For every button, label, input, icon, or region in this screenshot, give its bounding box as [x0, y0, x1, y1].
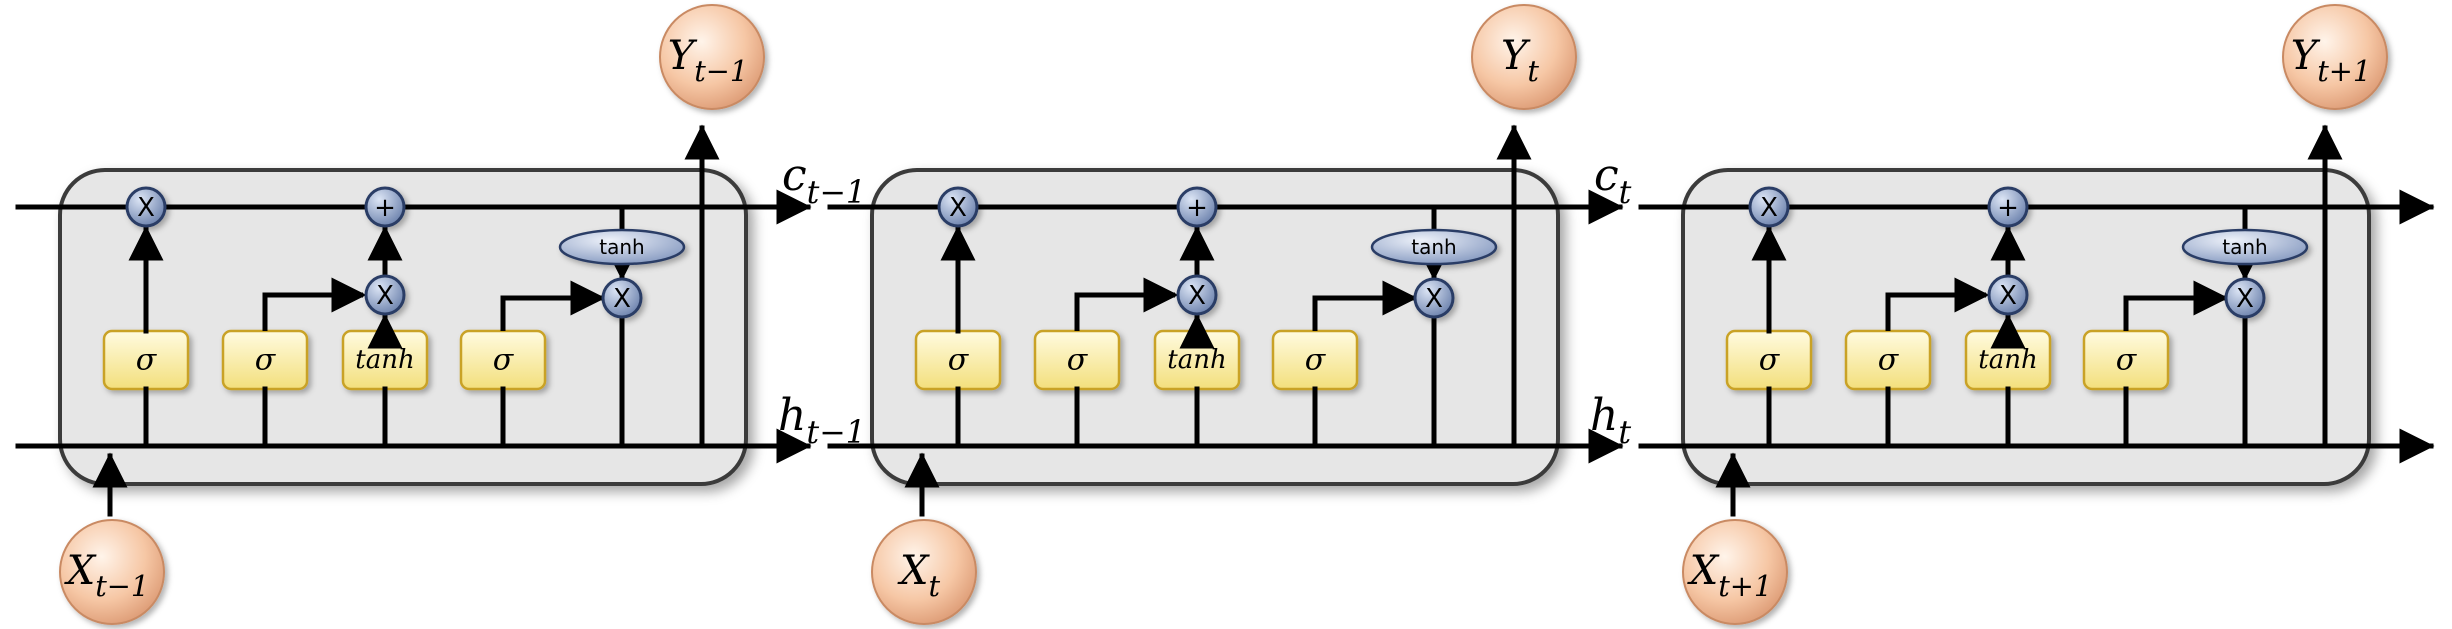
cell-state-label-base: c: [1594, 150, 1619, 201]
forget-mul-op-circle: [937, 186, 979, 228]
add-op-circle: [1176, 186, 1218, 228]
add-op-symbol: +: [1997, 193, 2019, 223]
output-mul-op-symbol: X: [2236, 284, 2254, 314]
output-node-label-base: Y: [1501, 33, 1531, 79]
input-node-circle: [59, 519, 165, 625]
tanh-oval-label: tanh: [2222, 235, 2267, 259]
cell-state-label-base: c: [782, 150, 807, 201]
hidden-state-label-base: h: [778, 390, 806, 441]
tanh-oval: [1370, 228, 1498, 266]
output-gate-wire: [2123, 280, 2229, 331]
forget-mul-op-symbol: X: [137, 193, 155, 223]
output-mul-op-symbol: X: [1425, 284, 1443, 314]
input-node-label: Xt: [897, 548, 940, 603]
input-mul-op-symbol: X: [1999, 281, 2017, 311]
forget-mul-op-circle: [1748, 186, 1790, 228]
forget-gate-label: σ: [1759, 343, 1781, 378]
input-mul-op-symbol: X: [376, 281, 394, 311]
output-gate-wire: [1312, 280, 1418, 331]
input-gate-wire: [1885, 277, 1990, 331]
input-node-label-sub: t: [928, 569, 940, 603]
output-node-label-sub: t: [1527, 54, 1539, 88]
output-gate-label: σ: [2116, 343, 2138, 378]
output-gate-wire: [500, 280, 606, 331]
forget-mul-op-circle: [125, 186, 167, 228]
input-node-label-base: X: [1687, 548, 1720, 594]
add-op-symbol: +: [374, 193, 396, 223]
output-mul-op-circle: [601, 277, 643, 319]
input-node-label: Xt+1: [1687, 548, 1773, 603]
forget-mul-op-symbol: X: [949, 193, 967, 223]
forget-gate-label: σ: [136, 343, 158, 378]
output-node-label: Yt: [1501, 33, 1539, 88]
input-node-label-sub: t−1: [95, 569, 149, 603]
cell-state-label: ct: [1594, 150, 1632, 211]
input-mul-op-symbol: X: [1188, 281, 1206, 311]
input-node-label-base: X: [897, 548, 930, 594]
input-node-label: Xt−1: [64, 548, 150, 603]
output-mul-op-circle: [2224, 277, 2266, 319]
add-op-circle: [364, 186, 406, 228]
cell-state-label: ct−1: [782, 150, 866, 211]
add-op-circle: [1987, 186, 2029, 228]
tanh-oval-label: tanh: [599, 235, 644, 259]
input-node-label-base: X: [64, 548, 97, 594]
input-mul-op-circle: [1987, 274, 2029, 316]
candidate-gate-label: tanh: [355, 345, 414, 375]
output-node-label-sub: t−1: [694, 54, 748, 88]
output-node-label: Yt+1: [2291, 33, 2371, 88]
input-gate-wire: [1074, 277, 1179, 331]
input-node-circle: [871, 519, 977, 625]
input-gate-label: σ: [1878, 343, 1900, 378]
forget-gate-label: σ: [948, 343, 970, 378]
output-node-circle: [2282, 4, 2388, 110]
output-mul-op-symbol: X: [613, 284, 631, 314]
output-node-circle: [659, 4, 765, 110]
output-gate-label: σ: [1305, 343, 1327, 378]
tanh-oval-label: tanh: [1411, 235, 1456, 259]
input-mul-op-circle: [364, 274, 406, 316]
hidden-state-label: ht: [1590, 390, 1631, 451]
hidden-state-label: ht−1: [778, 390, 866, 451]
add-op-symbol: +: [1186, 193, 1208, 223]
input-gate-label: σ: [1067, 343, 1089, 378]
output-node-label-base: Y: [668, 33, 698, 79]
output-gate-label: σ: [493, 343, 515, 378]
tanh-oval: [558, 228, 686, 266]
input-gate-wire: [262, 277, 367, 331]
hidden-state-label-base: h: [1590, 390, 1618, 441]
hidden-state-label-sub: t: [1618, 415, 1631, 451]
candidate-gate-label: tanh: [1167, 345, 1226, 375]
output-node-label-sub: t+1: [2317, 54, 2371, 88]
forget-mul-op-symbol: X: [1760, 193, 1778, 223]
candidate-gate-label: tanh: [1978, 345, 2037, 375]
output-node-circle: [1471, 4, 1577, 110]
output-node-label: Yt−1: [668, 33, 748, 88]
tanh-oval: [2181, 228, 2309, 266]
output-mul-op-circle: [1413, 277, 1455, 319]
output-node-label-base: Y: [2291, 33, 2321, 79]
input-gate-label: σ: [255, 343, 277, 378]
input-mul-op-circle: [1176, 274, 1218, 316]
input-node-circle: [1682, 519, 1788, 625]
input-node-label-sub: t+1: [1718, 569, 1772, 603]
cell-state-label-sub: t: [1619, 175, 1632, 211]
